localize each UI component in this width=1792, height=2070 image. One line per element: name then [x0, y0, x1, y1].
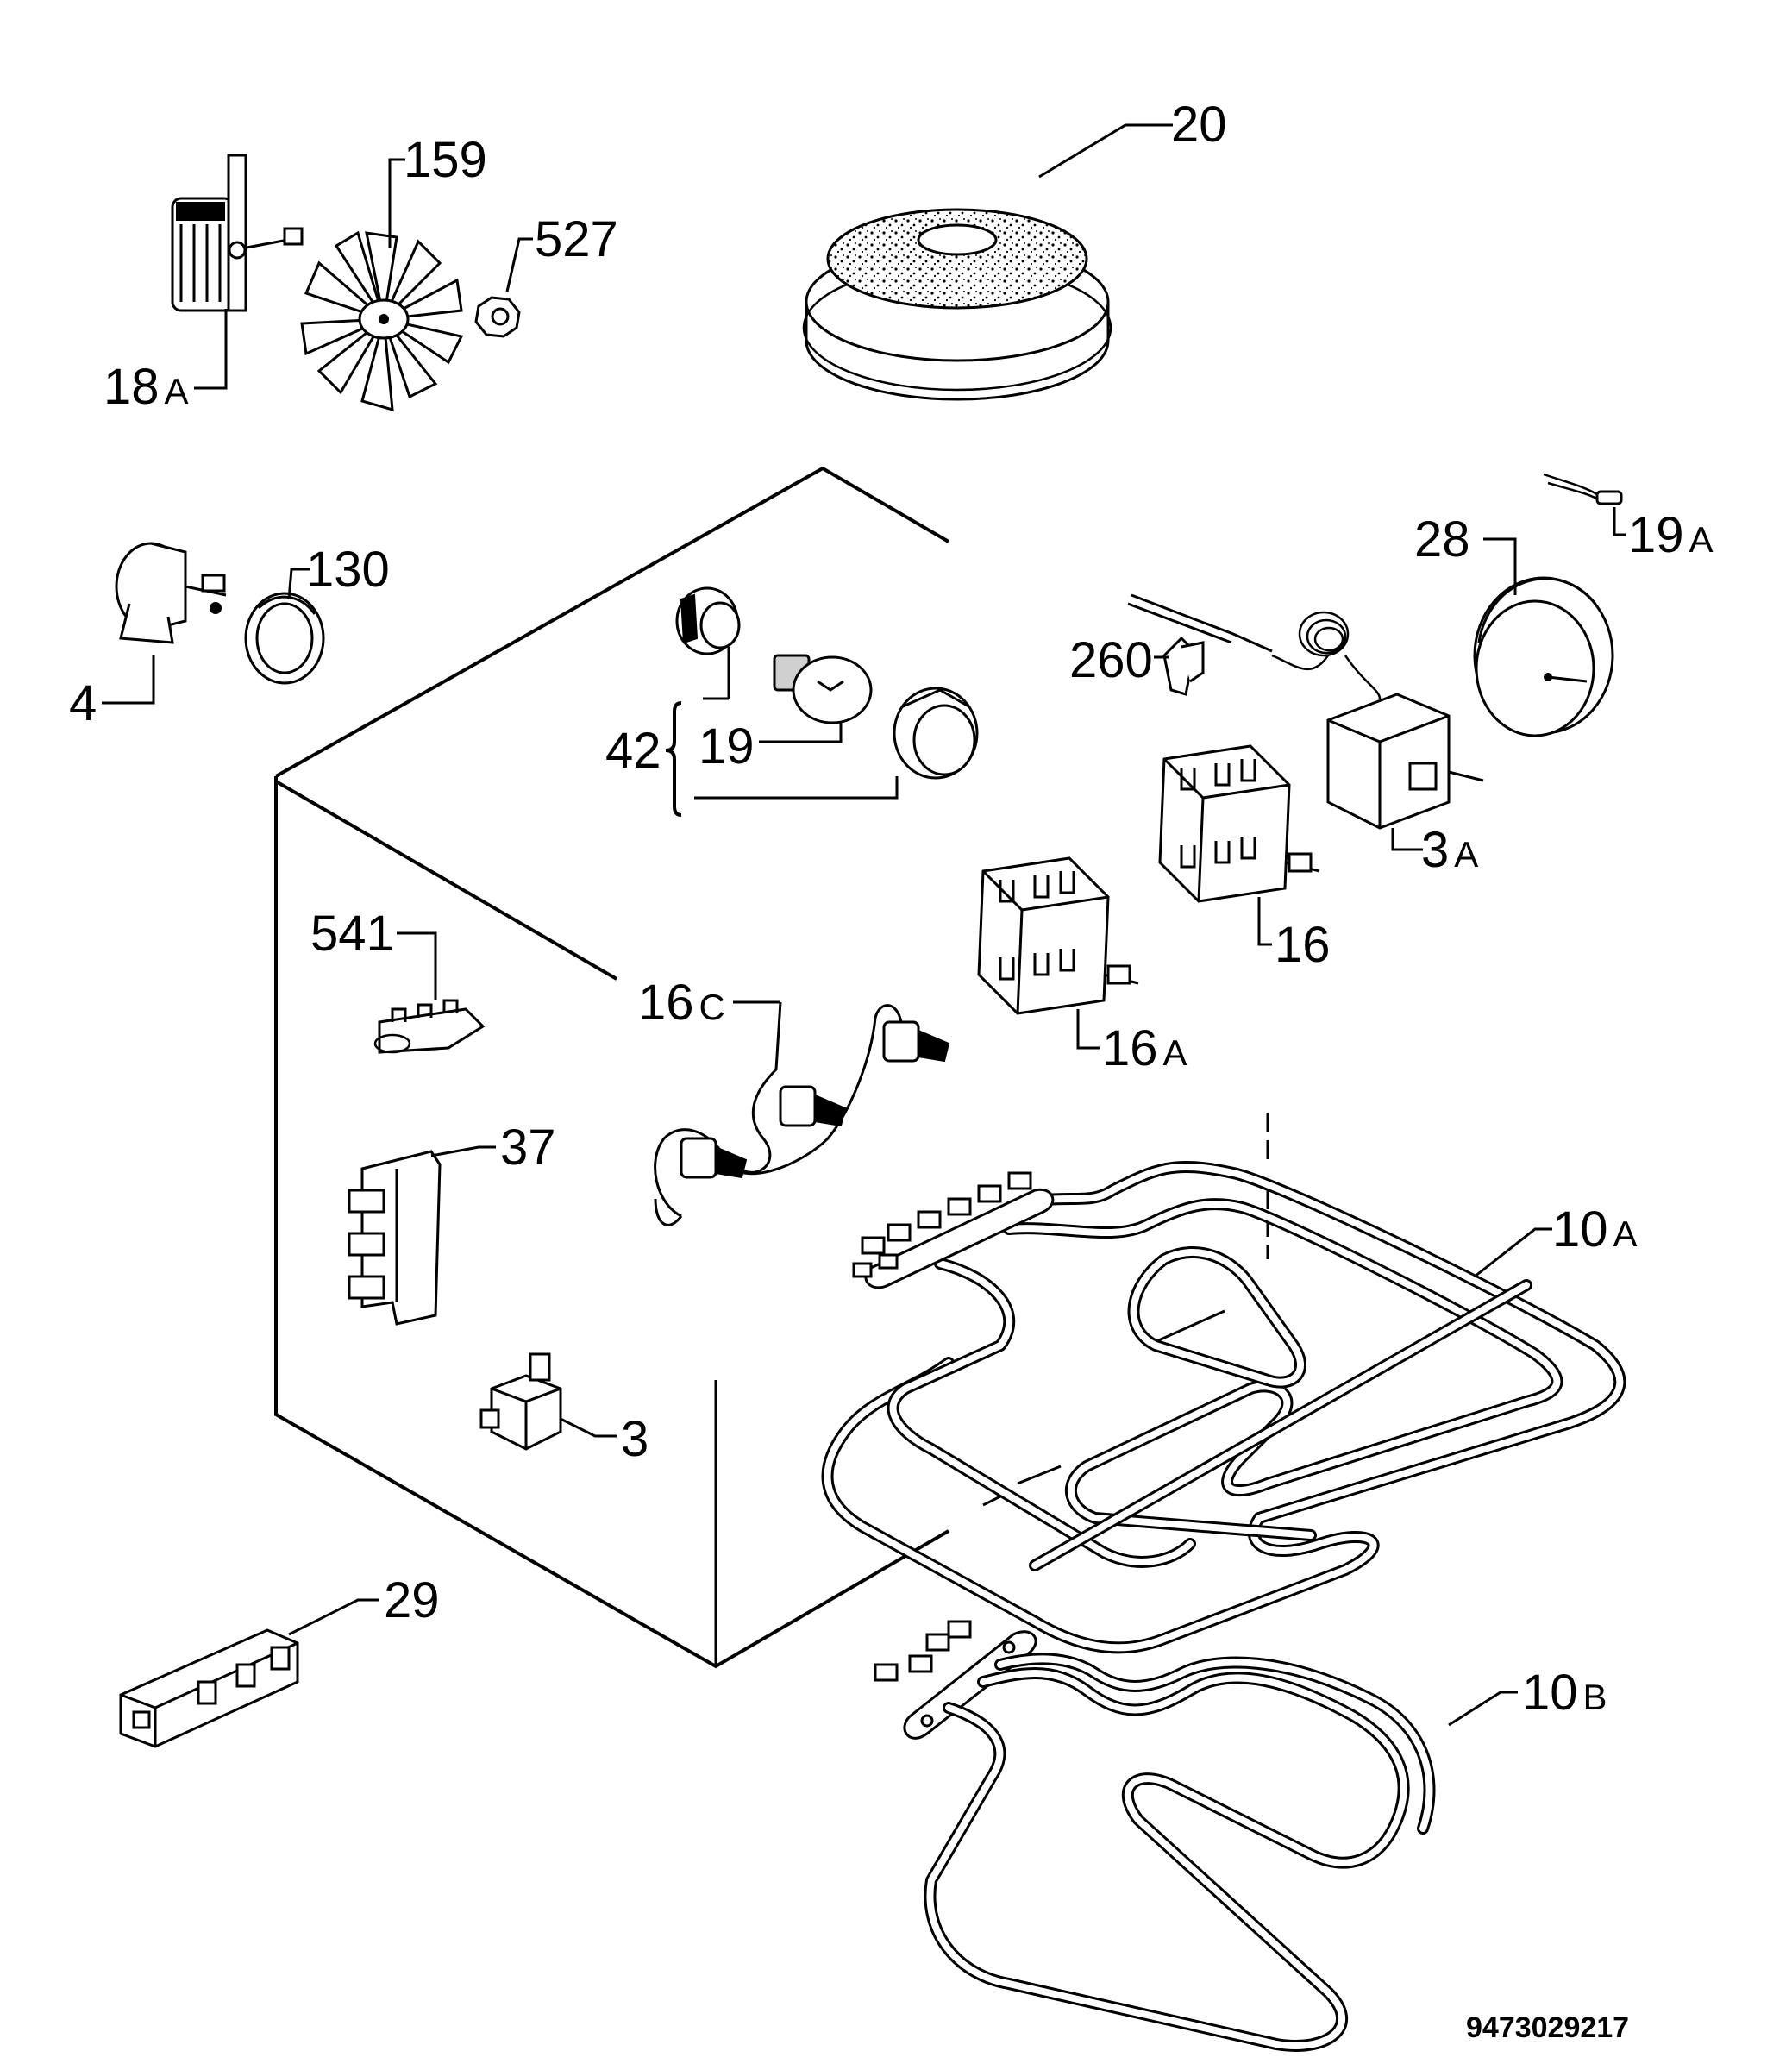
- part-18a-fan-motor: [171, 154, 304, 390]
- part-260-clip: [1154, 636, 1205, 696]
- label-29: 29: [384, 1572, 440, 1628]
- label-3: 3: [621, 1411, 649, 1467]
- part-10a-top-heating-element: [821, 1113, 1626, 1654]
- part-3a-thermostat: [1127, 593, 1484, 851]
- part-20-fan-filter: [802, 123, 1173, 401]
- part-159-fan-blade: [300, 230, 464, 412]
- label-16: 16: [1275, 917, 1331, 973]
- part-16c-wiring-harness: [654, 1000, 950, 1226]
- part-16a-selector-switch: [977, 856, 1139, 1050]
- part-42-lamp-cover: [694, 687, 979, 800]
- part-541-terminal: [373, 932, 486, 1054]
- part-3-connector: [479, 1352, 617, 1451]
- label-260: 260: [1069, 632, 1153, 688]
- part-19a-wire-probe: [1543, 473, 1626, 536]
- part-29-ignition-module: [119, 1598, 379, 1748]
- label-159: 159: [404, 132, 487, 188]
- leader-159: [388, 158, 405, 248]
- part-16-selector-switch: [1158, 744, 1320, 946]
- label-19: 19: [699, 718, 755, 775]
- label-4: 4: [69, 675, 97, 731]
- part-130-ring: [244, 568, 325, 685]
- label-20: 20: [1171, 97, 1227, 153]
- label-541: 541: [310, 906, 394, 962]
- part-527-nut: [474, 237, 533, 338]
- label-42: 42: [605, 723, 661, 779]
- part-37-terminal-block: [348, 1145, 496, 1326]
- brace-42: [665, 701, 682, 817]
- label-130: 130: [306, 542, 390, 598]
- label-28: 28: [1414, 511, 1470, 568]
- document-number: 9473029217: [1466, 2011, 1629, 2044]
- part-4-motor: [102, 542, 227, 705]
- part-10b-bottom-heating-element: [874, 1620, 1518, 2052]
- part-28-knob: [1473, 537, 1614, 737]
- label-37: 37: [500, 1120, 556, 1176]
- part-19-lamp-bulb: [759, 654, 873, 743]
- part-42-lamp-holder: [675, 586, 741, 700]
- label-527: 527: [535, 211, 618, 267]
- oven-cavity-outline: [274, 466, 950, 1669]
